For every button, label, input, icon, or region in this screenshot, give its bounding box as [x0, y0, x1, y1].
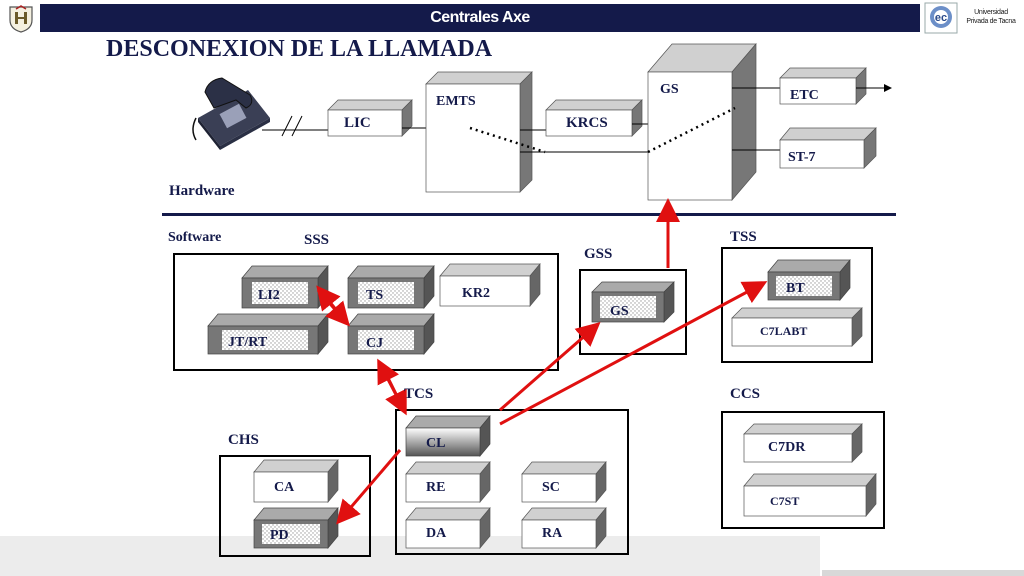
lic-block	[327, 99, 413, 137]
c7labt-block	[731, 307, 863, 347]
ca-block	[253, 459, 339, 503]
university-name: Universidad Privada de Tacna	[958, 8, 1024, 26]
ccs-label: CCS	[730, 386, 761, 402]
gs-hardware-label: GS	[660, 82, 679, 97]
tcs-container	[395, 409, 629, 555]
university-line-1: Universidad	[974, 9, 1008, 16]
cj-label: CJ	[366, 336, 384, 351]
emts-block	[425, 71, 533, 193]
c7labt-label: C7LABT	[760, 324, 808, 338]
university-logo: ec	[924, 2, 958, 34]
chs-container	[219, 455, 371, 557]
re-block	[405, 461, 491, 503]
ccs-container	[721, 411, 885, 529]
cl-label: CL	[426, 436, 446, 451]
jtrt-block	[207, 313, 329, 355]
software-label: Software	[168, 230, 222, 245]
sss-container	[173, 253, 559, 371]
gs-software-label: GS	[610, 304, 629, 319]
tss-label: TSS	[730, 229, 757, 245]
st7-label: ST-7	[788, 150, 816, 165]
li2-block	[241, 265, 329, 309]
st7-block	[779, 127, 877, 169]
signal-arrows	[316, 198, 768, 525]
kr2-label: KR2	[462, 286, 490, 301]
header-bar	[40, 4, 920, 32]
ra-label: RA	[542, 526, 563, 541]
re-label: RE	[426, 480, 446, 495]
ra-block	[521, 507, 607, 549]
kr2-block	[439, 263, 541, 307]
etc-label: ETC	[790, 88, 819, 103]
lic-label: LIC	[344, 115, 371, 131]
c7st-block	[743, 473, 877, 517]
ca-label: CA	[274, 480, 295, 495]
footer-band-right	[822, 570, 1024, 576]
hardware-label: Hardware	[169, 183, 235, 199]
gs-software-block	[591, 281, 675, 323]
hardware-software-divider	[162, 213, 896, 216]
pd-block	[253, 507, 339, 549]
emts-label: EMTS	[436, 94, 476, 109]
tcs-label: TCS	[404, 386, 434, 402]
bt-block	[767, 259, 851, 301]
da-label: DA	[426, 526, 447, 541]
telephone-icon	[192, 77, 270, 150]
header-title: Centrales Axe	[430, 9, 530, 26]
krcs-label: KRCS	[566, 115, 608, 131]
da-block	[405, 507, 491, 549]
bt-label: BT	[786, 281, 805, 296]
cj-block	[347, 313, 435, 355]
sss-label: SSS	[304, 232, 330, 248]
sc-label: SC	[542, 480, 560, 495]
ts-label: TS	[366, 288, 384, 303]
ts-block	[347, 265, 435, 309]
gss-label: GSS	[584, 246, 613, 262]
krcs-block	[545, 99, 643, 137]
li2-label: LI2	[258, 288, 280, 303]
c7dr-block	[743, 423, 863, 463]
chs-label: CHS	[228, 432, 259, 448]
page-title: DESCONEXION DE LA LLAMADA	[106, 36, 493, 62]
c7st-label: C7ST	[770, 494, 800, 508]
university-line-2: Privada de Tacna	[966, 18, 1016, 25]
sc-block	[521, 461, 607, 503]
university-crest-logo	[6, 4, 36, 34]
jtrt-label: JT/RT	[228, 335, 268, 350]
cl-block	[405, 415, 491, 457]
c7dr-label: C7DR	[768, 440, 806, 455]
gs-hardware-block	[647, 43, 757, 201]
etc-block	[779, 67, 867, 105]
pd-label: PD	[270, 528, 289, 543]
svg-text:ec: ec	[935, 12, 947, 24]
